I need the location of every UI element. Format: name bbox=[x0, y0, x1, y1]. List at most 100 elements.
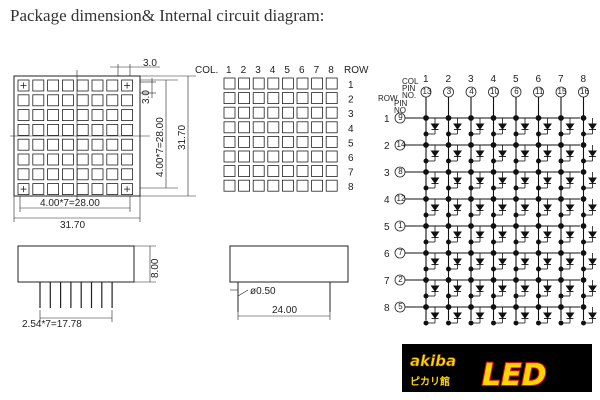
grid-cell bbox=[238, 150, 251, 163]
junction-dot bbox=[423, 250, 429, 256]
junction-dot bbox=[558, 277, 564, 283]
junction-dot bbox=[491, 158, 496, 164]
junction-dot bbox=[446, 293, 451, 299]
circuit-col-number: 7 bbox=[558, 74, 564, 85]
front-cell bbox=[47, 153, 59, 166]
front-cell bbox=[62, 183, 74, 196]
circuit-col-pin: 3 bbox=[447, 87, 452, 96]
led-diode bbox=[475, 177, 485, 184]
junction-dot bbox=[445, 304, 452, 310]
junction-dot bbox=[581, 239, 586, 245]
front-cell bbox=[106, 94, 119, 107]
junction-dot bbox=[535, 196, 542, 202]
col-number: 1 bbox=[226, 65, 232, 76]
junction-dot bbox=[446, 158, 451, 164]
width-inner-label: 4.00*7=28.00 bbox=[40, 198, 100, 209]
junction-dot bbox=[445, 115, 452, 121]
width-outer-label: 31.70 bbox=[60, 220, 85, 231]
led-diode bbox=[543, 312, 552, 319]
junction-dot bbox=[468, 250, 474, 256]
junction-dot bbox=[490, 169, 497, 175]
front-cell bbox=[32, 109, 45, 121]
junction-dot bbox=[423, 131, 429, 137]
front-cell bbox=[106, 138, 119, 151]
led-diode bbox=[475, 231, 485, 238]
junction-dot bbox=[490, 223, 497, 229]
junction-dot bbox=[468, 185, 474, 191]
circuit-row-number: 8 bbox=[384, 303, 390, 314]
circuit-col-number: 8 bbox=[581, 74, 587, 85]
grid-cell bbox=[311, 77, 324, 90]
front-cell bbox=[106, 153, 119, 166]
led-diode bbox=[565, 177, 575, 184]
junction-dot bbox=[535, 115, 542, 121]
front-cell bbox=[121, 168, 133, 181]
junction-dot bbox=[513, 266, 519, 272]
junction-dot bbox=[580, 304, 587, 310]
circuit-col-number: 1 bbox=[423, 74, 429, 85]
junction-dot bbox=[423, 142, 429, 148]
led-diode bbox=[565, 231, 575, 238]
circuit-pin-header-2: PIN bbox=[394, 99, 408, 108]
junction-dot bbox=[558, 212, 564, 218]
junction-dot bbox=[558, 239, 564, 245]
junction-dot bbox=[581, 293, 586, 299]
col-number: 7 bbox=[314, 65, 320, 76]
junction-dot bbox=[558, 266, 564, 272]
row-number: 6 bbox=[348, 153, 354, 164]
led-diode bbox=[453, 150, 462, 157]
grid-cell bbox=[267, 165, 280, 178]
grid-cell bbox=[296, 150, 309, 163]
junction-dot bbox=[513, 239, 519, 245]
circuit-col-number: 6 bbox=[536, 74, 542, 85]
led-diode bbox=[498, 150, 507, 157]
junction-dot bbox=[513, 185, 519, 191]
col-row-grid bbox=[223, 77, 338, 192]
grid-cell bbox=[325, 165, 338, 178]
grid-cell bbox=[223, 77, 236, 90]
front-cell bbox=[91, 153, 104, 166]
led-diode bbox=[475, 150, 485, 157]
front-cell bbox=[76, 168, 89, 181]
grid-cell bbox=[267, 135, 280, 148]
junction-dot bbox=[581, 131, 586, 137]
led-diode bbox=[588, 177, 597, 184]
side-view bbox=[17, 245, 156, 322]
junction-dot bbox=[513, 169, 519, 175]
front-cell bbox=[121, 79, 133, 92]
led-diode bbox=[520, 258, 530, 265]
junction-dot bbox=[558, 293, 564, 299]
junction-dot bbox=[536, 239, 541, 245]
grid-cell bbox=[325, 121, 338, 134]
junction-dot bbox=[468, 266, 474, 272]
junction-dot bbox=[490, 142, 497, 148]
junction-dot bbox=[468, 158, 474, 164]
junction-dot bbox=[423, 115, 429, 121]
led-diode bbox=[498, 312, 507, 319]
junction-dot bbox=[491, 212, 496, 218]
front-cell bbox=[47, 109, 59, 121]
front-cell bbox=[17, 153, 30, 166]
circuit-row-number: 3 bbox=[384, 168, 390, 179]
circuit-row-pin: 2 bbox=[398, 275, 403, 284]
junction-dot bbox=[513, 277, 519, 283]
led-diode bbox=[498, 123, 507, 130]
led-diode bbox=[453, 258, 462, 265]
end-view bbox=[229, 245, 349, 320]
grid-cell bbox=[296, 121, 309, 134]
junction-dot bbox=[535, 223, 542, 229]
junction-dot bbox=[491, 320, 496, 326]
circuit-row-number: 4 bbox=[384, 195, 390, 206]
front-cell bbox=[76, 79, 89, 92]
led-diode bbox=[543, 123, 552, 130]
front-cell bbox=[17, 94, 30, 107]
junction-dot bbox=[558, 169, 564, 175]
front-cell bbox=[91, 109, 104, 121]
grid-cell bbox=[267, 77, 280, 90]
grid-cell bbox=[267, 106, 280, 119]
row-number: 1 bbox=[348, 80, 354, 91]
circuit-col-number: 3 bbox=[468, 74, 474, 85]
